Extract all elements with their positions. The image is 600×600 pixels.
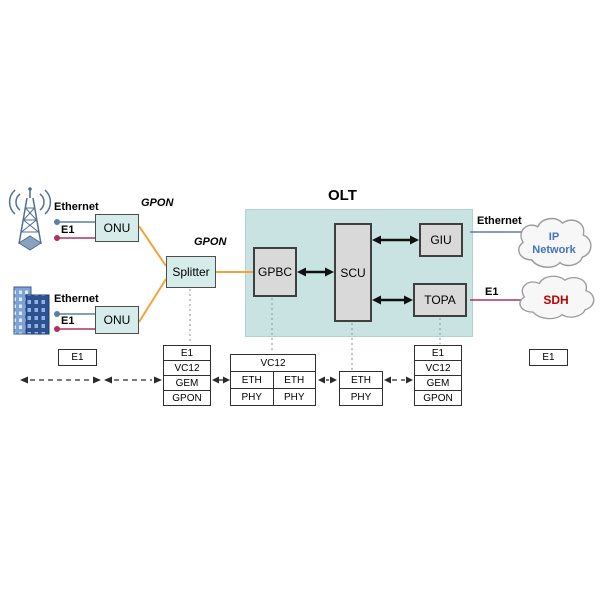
gpbc-module: GPBC xyxy=(253,247,297,297)
stack-cell: GEM xyxy=(414,375,462,391)
protocol-stack-topa: E1 VC12 GEM GPON xyxy=(414,345,462,406)
stack-cell: GEM xyxy=(163,375,211,391)
stack-cell: E1 xyxy=(414,345,462,361)
gpon-label-mid: GPON xyxy=(194,236,227,248)
e1-label-top: E1 xyxy=(61,224,75,236)
olt-title: OLT xyxy=(328,187,357,204)
protocol-stack-scu: ETH PHY xyxy=(339,371,383,406)
stack-cell: ETH xyxy=(272,371,316,389)
e1-label-bottom: E1 xyxy=(61,315,75,327)
cell-tower-icon xyxy=(8,187,52,251)
sdh-cloud-label: SDH xyxy=(543,293,569,307)
stack-cell: VC12 xyxy=(230,354,316,372)
stack-cell: GPON xyxy=(163,390,211,406)
splitter-node: Splitter xyxy=(166,256,216,288)
giu-module: GIU xyxy=(419,223,463,257)
onu-node-bottom: ONU xyxy=(95,306,139,334)
ethernet-label-top: Ethernet xyxy=(54,201,99,213)
ethernet-label-bottom: Ethernet xyxy=(54,293,99,305)
onu-node-top: ONU xyxy=(95,214,139,242)
ip-cloud-label-line1: IP xyxy=(548,231,560,243)
ip-cloud-label-line2: Network xyxy=(532,244,576,256)
e1-label-right: E1 xyxy=(485,286,499,298)
stack-cell: E1 xyxy=(163,345,211,361)
ip-cloud-label: IP Network xyxy=(518,231,590,257)
stack-cell: PHY xyxy=(339,388,383,406)
stack-cell: VC12 xyxy=(414,360,462,376)
stack-cell: ETH xyxy=(230,371,274,389)
e1-box-left: E1 xyxy=(58,349,97,366)
stack-cell: PHY xyxy=(230,388,274,406)
stack-cell: PHY xyxy=(272,388,316,406)
protocol-stack-gpbc: VC12 ETH ETH PHY PHY xyxy=(230,354,316,406)
stack-cell: GPON xyxy=(414,390,462,406)
gpon-label-top: GPON xyxy=(141,197,174,209)
e1-box-right: E1 xyxy=(529,349,568,366)
scu-module: SCU xyxy=(334,223,372,322)
buildings-icon xyxy=(13,286,50,335)
protocol-stack-onu: E1 VC12 GEM GPON xyxy=(163,345,211,406)
ethernet-label-right: Ethernet xyxy=(477,215,522,227)
stack-cell: ETH xyxy=(339,371,383,389)
topa-module: TOPA xyxy=(413,283,467,317)
stack-cell: VC12 xyxy=(163,360,211,376)
